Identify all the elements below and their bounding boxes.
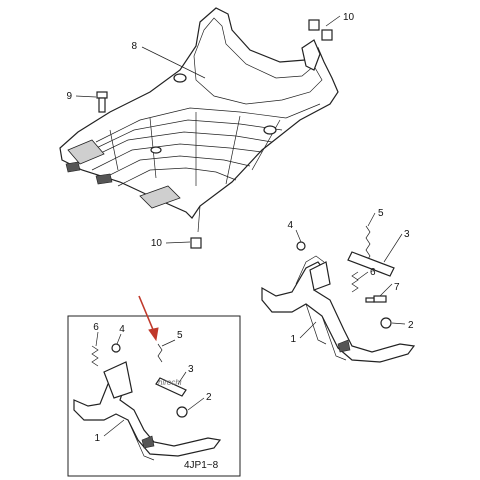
- callout-2-right: 2: [408, 320, 414, 331]
- callout-inset-2: 2: [206, 392, 212, 403]
- spring-part-6: [351, 271, 359, 293]
- inset-shaft-part-3: [155, 377, 187, 397]
- center-stand-right: [261, 255, 416, 363]
- callout-10-bottom: 10: [151, 238, 163, 249]
- callout-10-top: 10: [343, 12, 355, 23]
- callout-5-right: 5: [378, 208, 384, 219]
- callout-8: 8: [131, 41, 137, 52]
- leader-10-bottom: [165, 241, 191, 244]
- pin-part-5: [365, 225, 371, 263]
- leader-inset-2: [187, 397, 205, 411]
- leader-10-top: [325, 15, 341, 27]
- clip-part-2: [380, 317, 392, 329]
- leader-3-right: [383, 233, 403, 263]
- inset-part-code: 4JP1~8: [184, 460, 219, 471]
- inset-clip-part-2: [176, 406, 188, 418]
- spring-part-4: [296, 241, 306, 251]
- leader-8: [141, 46, 206, 79]
- callout-inset-5: 5: [177, 330, 183, 341]
- callout-6-right: 6: [370, 267, 376, 278]
- callout-9: 9: [66, 91, 72, 102]
- leader-2-right: [391, 322, 406, 325]
- leader-5-right: [367, 212, 376, 227]
- callout-4-right: 4: [287, 220, 293, 231]
- leader-1-right: [299, 321, 317, 339]
- callout-inset-4: 4: [119, 324, 125, 335]
- callout-1-right: 1: [290, 334, 296, 345]
- leader-inset-5: [161, 339, 176, 347]
- callout-inset-6: 6: [93, 322, 99, 333]
- leader-9: [75, 95, 97, 98]
- inset-pin-part-5: [157, 343, 163, 363]
- inset-spring-part-6: [91, 345, 99, 367]
- callout-inset-3: 3: [188, 364, 194, 375]
- leader-inset-1: [103, 419, 125, 437]
- bolt-part-7: [365, 295, 387, 303]
- leader-6-right: [356, 271, 369, 281]
- red-arrow-icon: [138, 295, 159, 342]
- callout-7-right: 7: [394, 282, 400, 293]
- callout-3-right: 3: [404, 229, 410, 240]
- nut-part-10-top: [308, 19, 333, 41]
- leader-inset-3: [177, 371, 187, 385]
- floorboard: [59, 7, 339, 233]
- watermark-text: hirochi: [158, 378, 182, 387]
- inset-spring-part-4: [111, 343, 121, 353]
- leader-inset-4: [116, 333, 122, 345]
- callout-inset-1: 1: [94, 433, 100, 444]
- shaft-part-3: [347, 251, 395, 277]
- bolt-part-9: [96, 91, 108, 113]
- leader-7-right: [379, 283, 393, 297]
- leader-4-right: [295, 229, 302, 243]
- leader-inset-6: [95, 331, 99, 347]
- inset-panel: 6 4 5 3 2 1 4JP1~8 hirochi: [67, 315, 241, 477]
- inset-center-stand: [73, 361, 222, 461]
- nut-part-10-bottom: [190, 237, 202, 249]
